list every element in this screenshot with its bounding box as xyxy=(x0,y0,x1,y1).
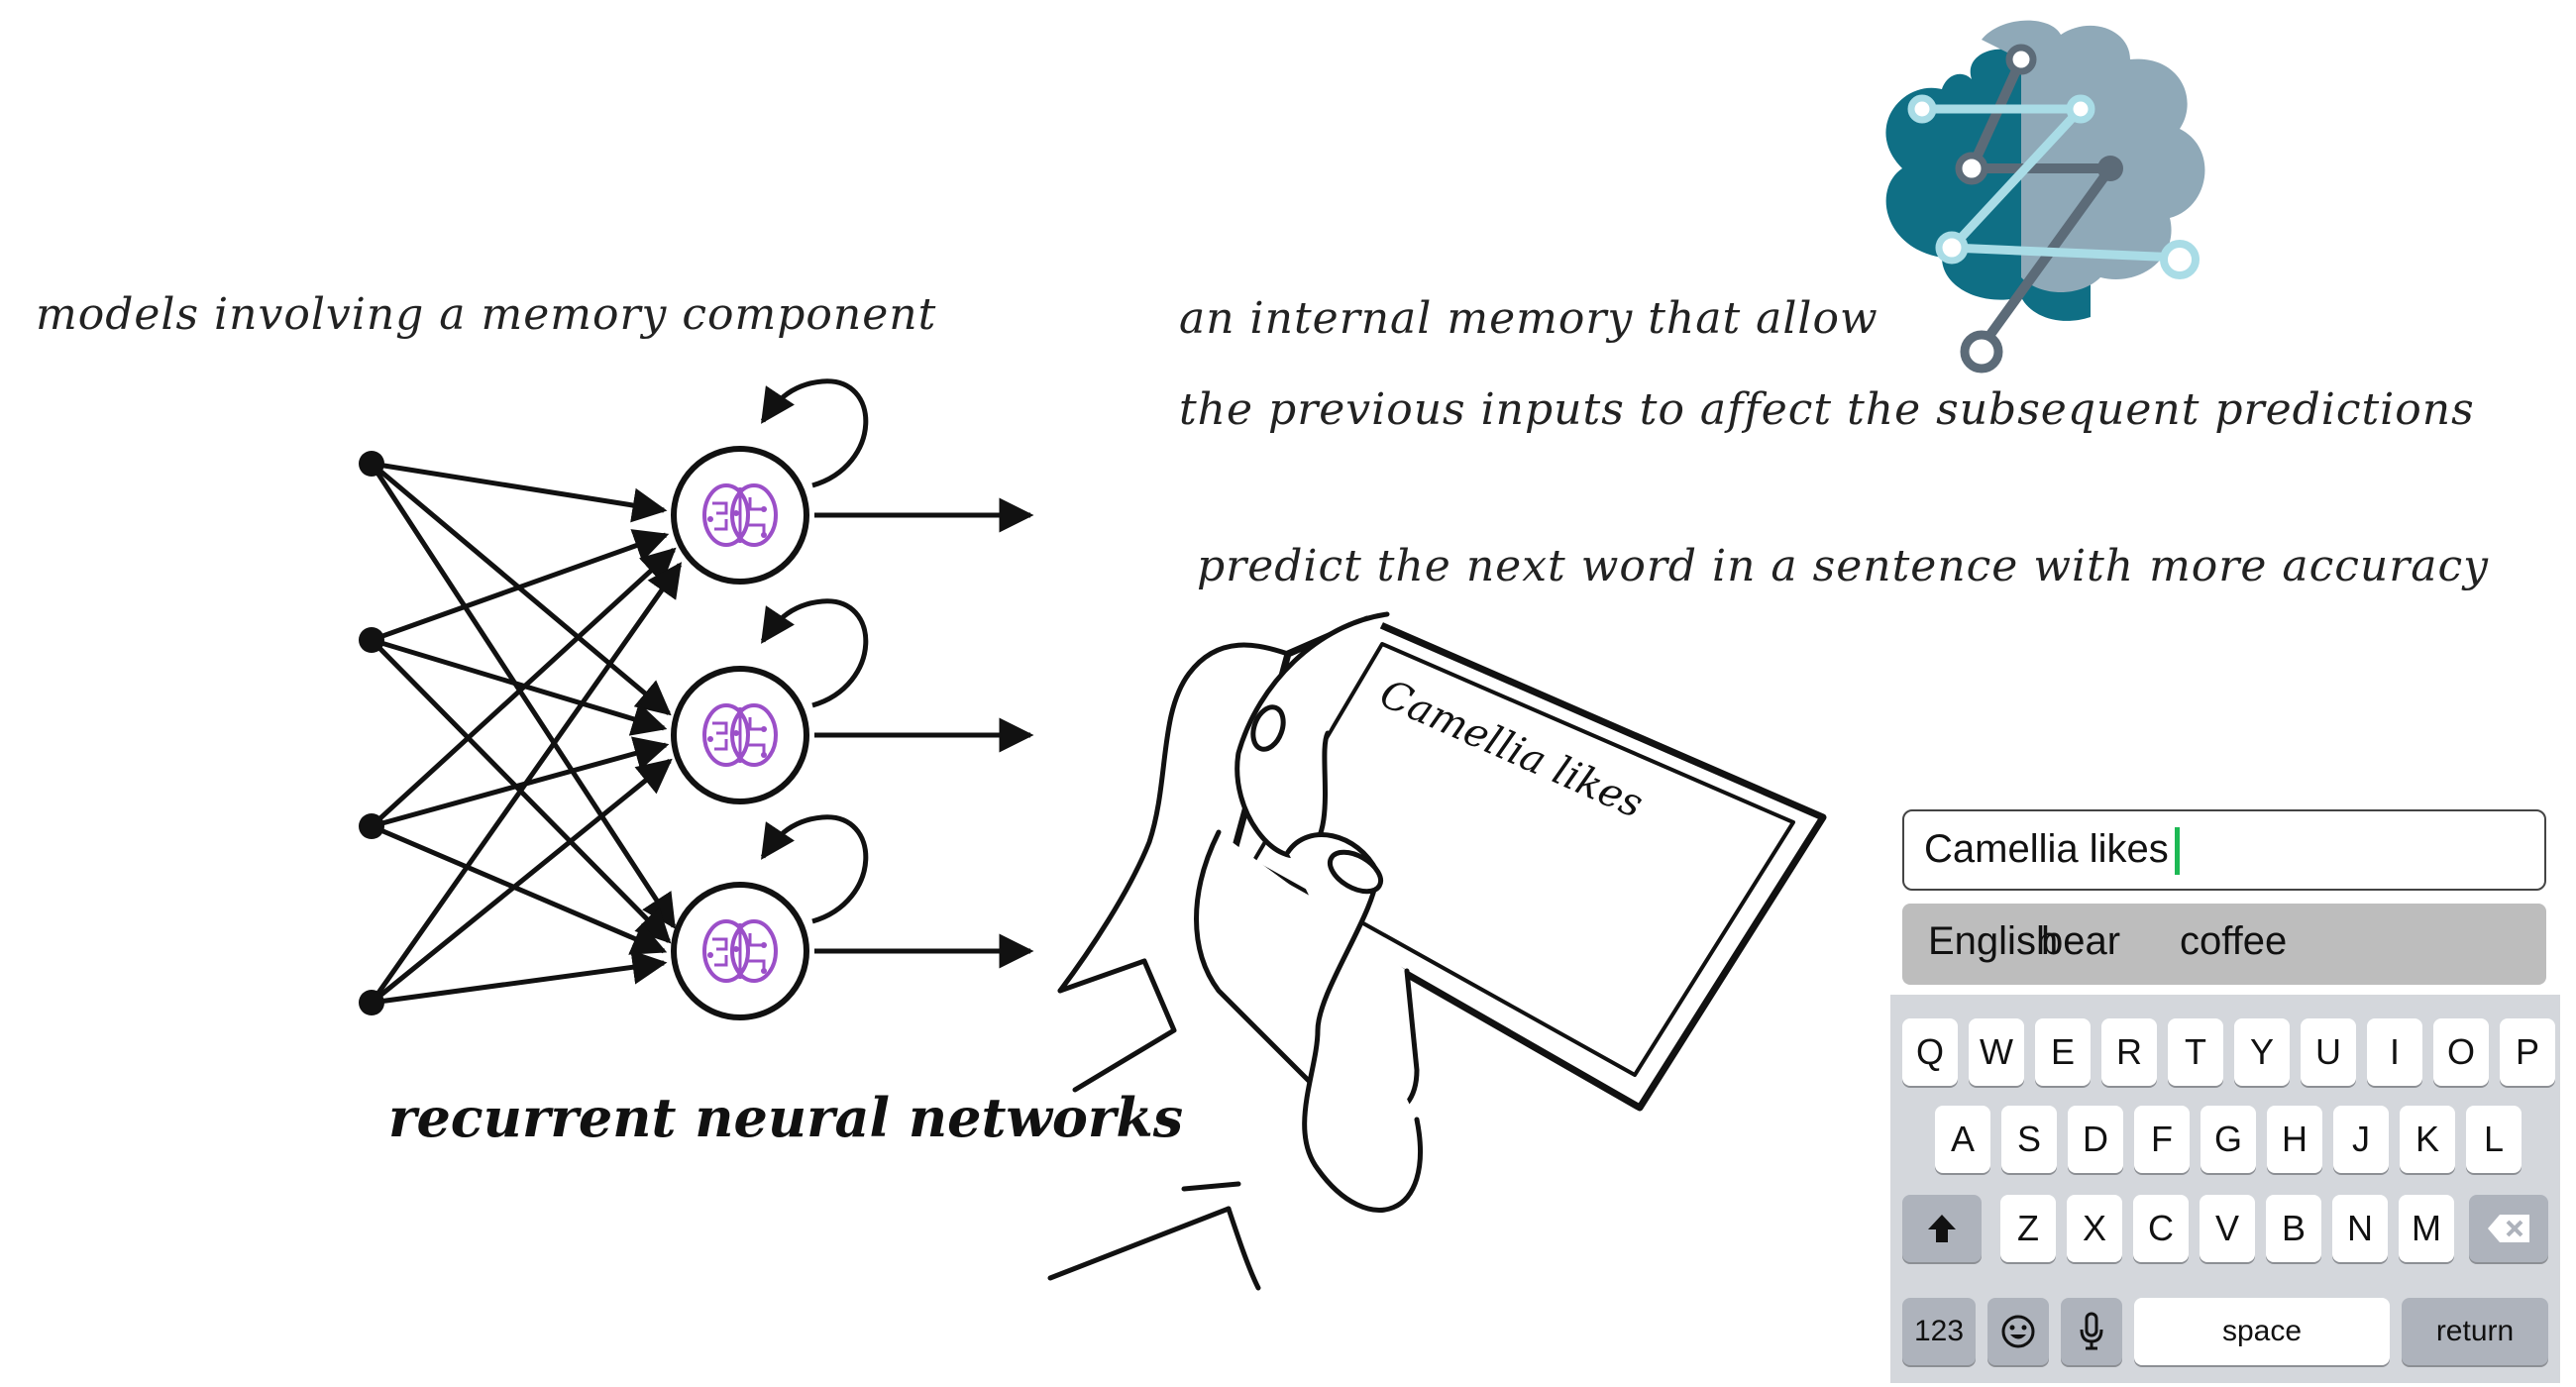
emoji-key[interactable] xyxy=(1987,1298,2049,1365)
brain-circuit-logo-icon xyxy=(1885,20,2205,373)
key-o[interactable]: O xyxy=(2433,1018,2489,1086)
key-q[interactable]: Q xyxy=(1902,1018,1958,1086)
input-value: Camellia likes xyxy=(1924,827,2169,871)
key-l[interactable]: L xyxy=(2466,1106,2522,1173)
key-y[interactable]: Y xyxy=(2234,1018,2290,1086)
key-e[interactable]: E xyxy=(2035,1018,2091,1086)
hand-holding-phone-illustration: Camellia likes xyxy=(1047,611,1827,1291)
key-t[interactable]: T xyxy=(2168,1018,2223,1086)
microphone-icon xyxy=(2080,1312,2103,1350)
input-node xyxy=(359,813,384,839)
hidden-nodes xyxy=(671,446,809,1020)
key-g[interactable]: G xyxy=(2200,1106,2256,1173)
input-node xyxy=(359,627,384,653)
emoji-icon xyxy=(2001,1315,2035,1348)
hidden-node-brain-icon xyxy=(671,666,809,804)
key-b[interactable]: B xyxy=(2266,1195,2321,1262)
memory-line-1: an internal memory that allow xyxy=(1179,293,1878,344)
key-d[interactable]: D xyxy=(2068,1106,2123,1173)
key-a[interactable]: A xyxy=(1935,1106,1990,1173)
suggestion-bar: English bear coffee xyxy=(1902,904,2546,985)
backspace-key[interactable] xyxy=(2469,1195,2548,1262)
key-n[interactable]: N xyxy=(2332,1195,2388,1262)
hidden-node-brain-icon xyxy=(671,882,809,1020)
suggestion-bear[interactable]: bear xyxy=(2041,919,2121,963)
key-w[interactable]: W xyxy=(1969,1018,2024,1086)
input-node xyxy=(359,451,384,477)
predict-line: predict the next word in a sentence with… xyxy=(1197,541,2489,591)
shift-up-arrow-icon xyxy=(1928,1215,1956,1242)
rnn-connections xyxy=(369,378,1034,1006)
suggestion-english[interactable]: English xyxy=(1928,919,2059,963)
text-caret xyxy=(2174,827,2180,876)
key-r[interactable]: R xyxy=(2101,1018,2157,1086)
key-m[interactable]: M xyxy=(2399,1195,2454,1262)
key-v[interactable]: V xyxy=(2200,1195,2255,1262)
rnn-title: recurrent neural networks xyxy=(388,1086,1184,1149)
text-input[interactable]: Camellia likes xyxy=(1902,809,2546,891)
models-caption: models involving a memory component xyxy=(36,289,937,340)
microphone-key[interactable] xyxy=(2061,1298,2122,1365)
key-k[interactable]: K xyxy=(2400,1106,2455,1173)
hidden-node-brain-icon xyxy=(671,446,809,585)
key-z[interactable]: Z xyxy=(2000,1195,2056,1262)
return-key[interactable]: return xyxy=(2402,1298,2548,1365)
key-j[interactable]: J xyxy=(2333,1106,2389,1173)
shift-key[interactable] xyxy=(1902,1195,1982,1262)
space-key[interactable]: space xyxy=(2134,1298,2390,1365)
backspace-icon xyxy=(2488,1215,2529,1242)
key-i[interactable]: I xyxy=(2367,1018,2422,1086)
key-s[interactable]: S xyxy=(2001,1106,2057,1173)
suggestion-coffee[interactable]: coffee xyxy=(2180,919,2288,963)
memory-line-2: the previous inputs to affect the subseq… xyxy=(1179,384,2475,435)
key-c[interactable]: C xyxy=(2133,1195,2189,1262)
input-node xyxy=(359,990,384,1015)
input-nodes xyxy=(359,451,384,1015)
key-x[interactable]: X xyxy=(2067,1195,2122,1262)
key-u[interactable]: U xyxy=(2301,1018,2356,1086)
key-h[interactable]: H xyxy=(2267,1106,2322,1173)
numbers-key[interactable]: 123 xyxy=(1902,1298,1976,1365)
key-f[interactable]: F xyxy=(2134,1106,2190,1173)
key-p[interactable]: P xyxy=(2500,1018,2555,1086)
